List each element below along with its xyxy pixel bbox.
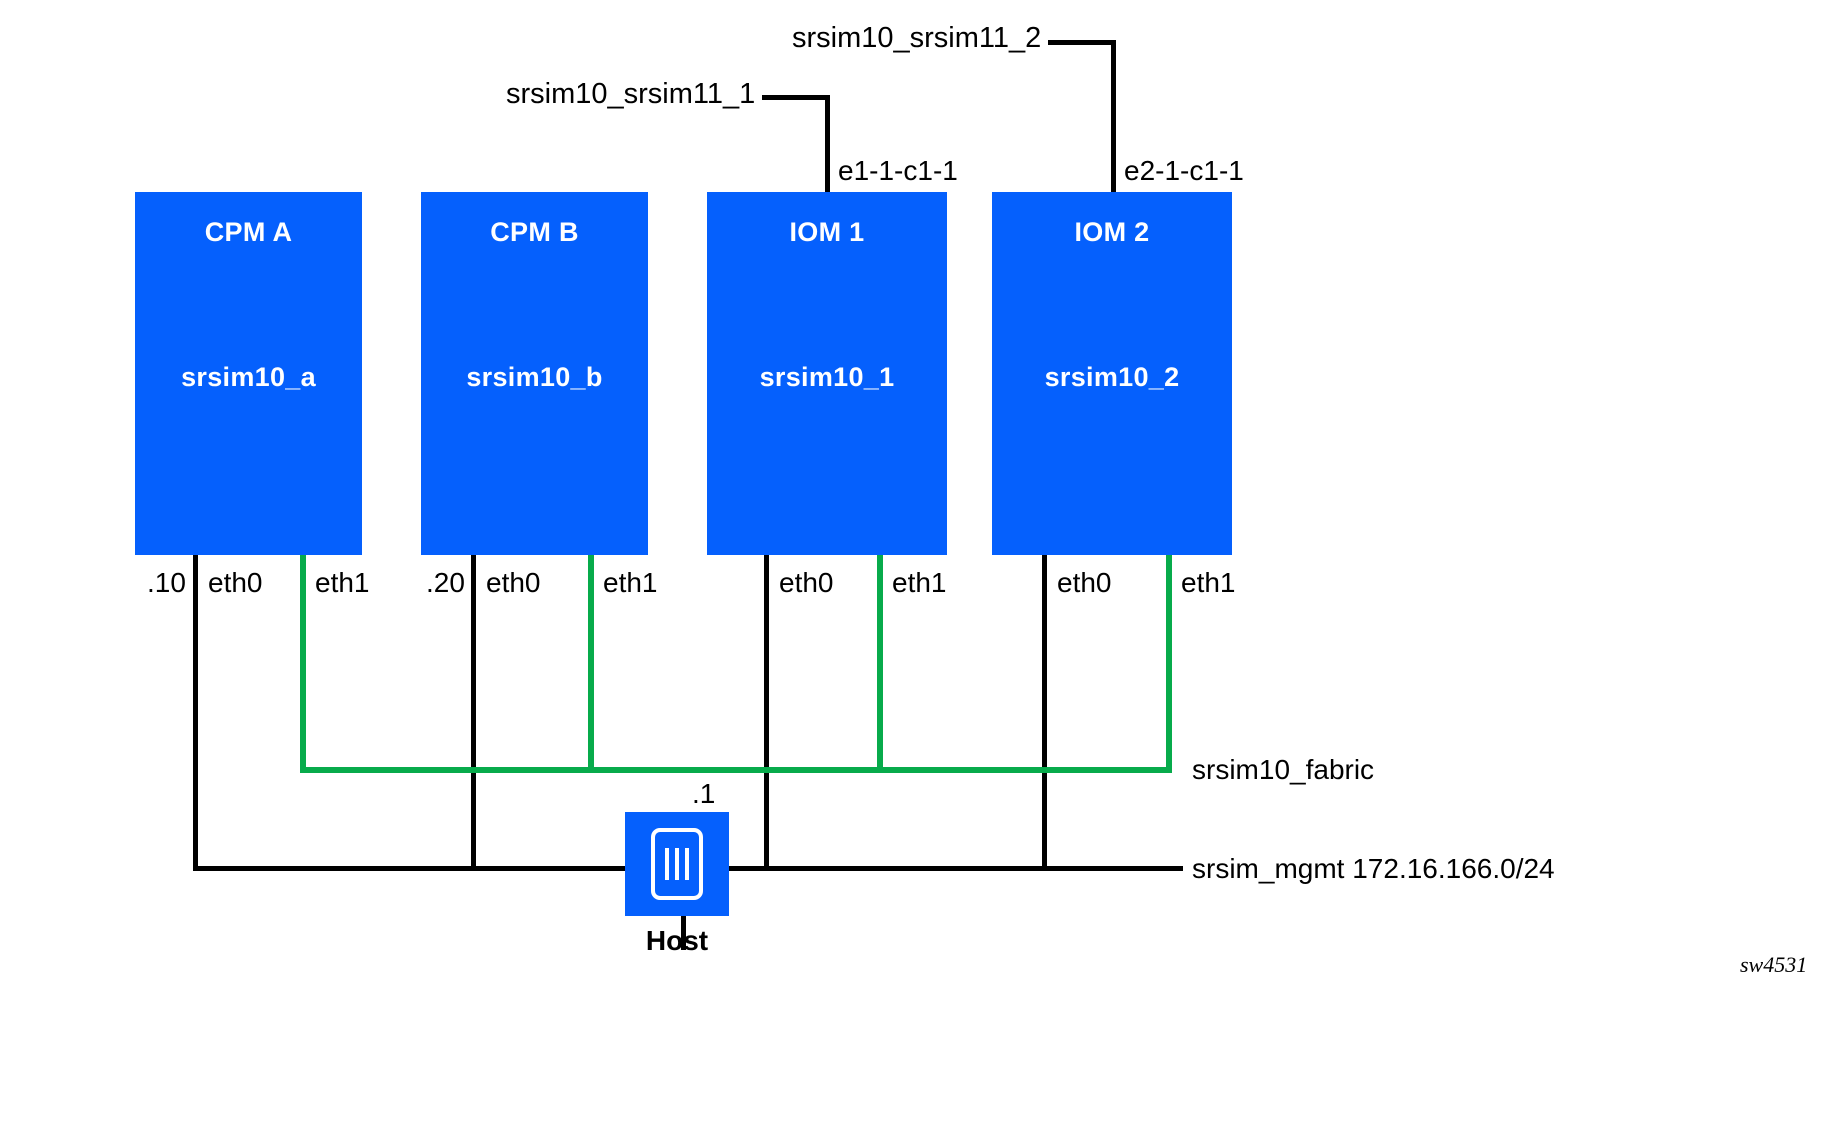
external-link-1-horizontal: [762, 95, 830, 100]
port-label-cpm-a-eth1: eth1: [315, 567, 370, 598]
port-label-iom-1-eth1: eth1: [892, 567, 947, 598]
node-name-srsim10-2: srsim10_2: [1044, 362, 1180, 392]
external-link-1-vertical: [825, 95, 830, 195]
external-link-2-vertical: [1111, 40, 1116, 195]
external-link-label-1: srsim10_srsim11_1: [506, 78, 756, 110]
fabric-drop-cpm-a: [300, 555, 306, 773]
interface-label-e1-1-c1-1: e1-1-c1-1: [838, 155, 958, 186]
interface-label-e2-1-c1-1: e2-1-c1-1: [1124, 155, 1244, 186]
server-icon: [625, 812, 729, 916]
fabric-drop-cpm-b: [588, 555, 594, 773]
mgmt-drop-cpm-a: [193, 555, 198, 871]
port-label-cpm-b-eth0: eth0: [486, 567, 541, 598]
node-title-iom-2: IOM 2: [1074, 217, 1150, 247]
fabric-drop-iom-1: [877, 555, 883, 773]
host-label: Host: [645, 925, 709, 956]
node-name-srsim10-b: srsim10_b: [466, 362, 603, 392]
figure-id: sw4531: [1740, 952, 1808, 977]
node-box-iom-2[interactable]: IOM 2 srsim10_2: [992, 192, 1232, 555]
node-box-iom-1[interactable]: IOM 1 srsim10_1: [707, 192, 947, 555]
external-link-2-horizontal: [1048, 40, 1116, 45]
node-box-cpm-a[interactable]: CPM A srsim10_a: [135, 192, 362, 555]
host-box[interactable]: [625, 812, 729, 916]
mgmt-drop-cpm-b: [471, 555, 476, 871]
mgmt-ip-suffix-cpm-a: .10: [147, 567, 186, 598]
node-title-cpm-a: CPM A: [204, 217, 293, 247]
port-label-cpm-a-eth0: eth0: [208, 567, 263, 598]
fabric-bus-label: srsim10_fabric: [1192, 754, 1375, 785]
fabric-bus-line: [300, 767, 1172, 773]
port-label-iom-2-eth0: eth0: [1057, 567, 1112, 598]
node-name-srsim10-a: srsim10_a: [181, 362, 316, 392]
node-box-cpm-b[interactable]: CPM B srsim10_b: [421, 192, 648, 555]
node-name-srsim10-1: srsim10_1: [759, 362, 895, 392]
port-label-iom-2-eth1: eth1: [1181, 567, 1236, 598]
port-label-cpm-b-eth1: eth1: [603, 567, 658, 598]
host-mgmt-ip-suffix: .1: [692, 778, 716, 809]
node-title-iom-1: IOM 1: [789, 217, 865, 247]
fabric-drop-iom-2: [1166, 555, 1172, 773]
external-link-label-2: srsim10_srsim11_2: [792, 22, 1042, 54]
mgmt-drop-iom-1: [764, 555, 769, 871]
mgmt-ip-suffix-cpm-b: .20: [426, 567, 465, 598]
mgmt-bus-label: srsim_mgmt 172.16.166.0/24: [1192, 853, 1555, 884]
mgmt-drop-iom-2: [1042, 555, 1047, 871]
node-title-cpm-b: CPM B: [490, 217, 579, 247]
port-label-iom-1-eth0: eth0: [779, 567, 834, 598]
